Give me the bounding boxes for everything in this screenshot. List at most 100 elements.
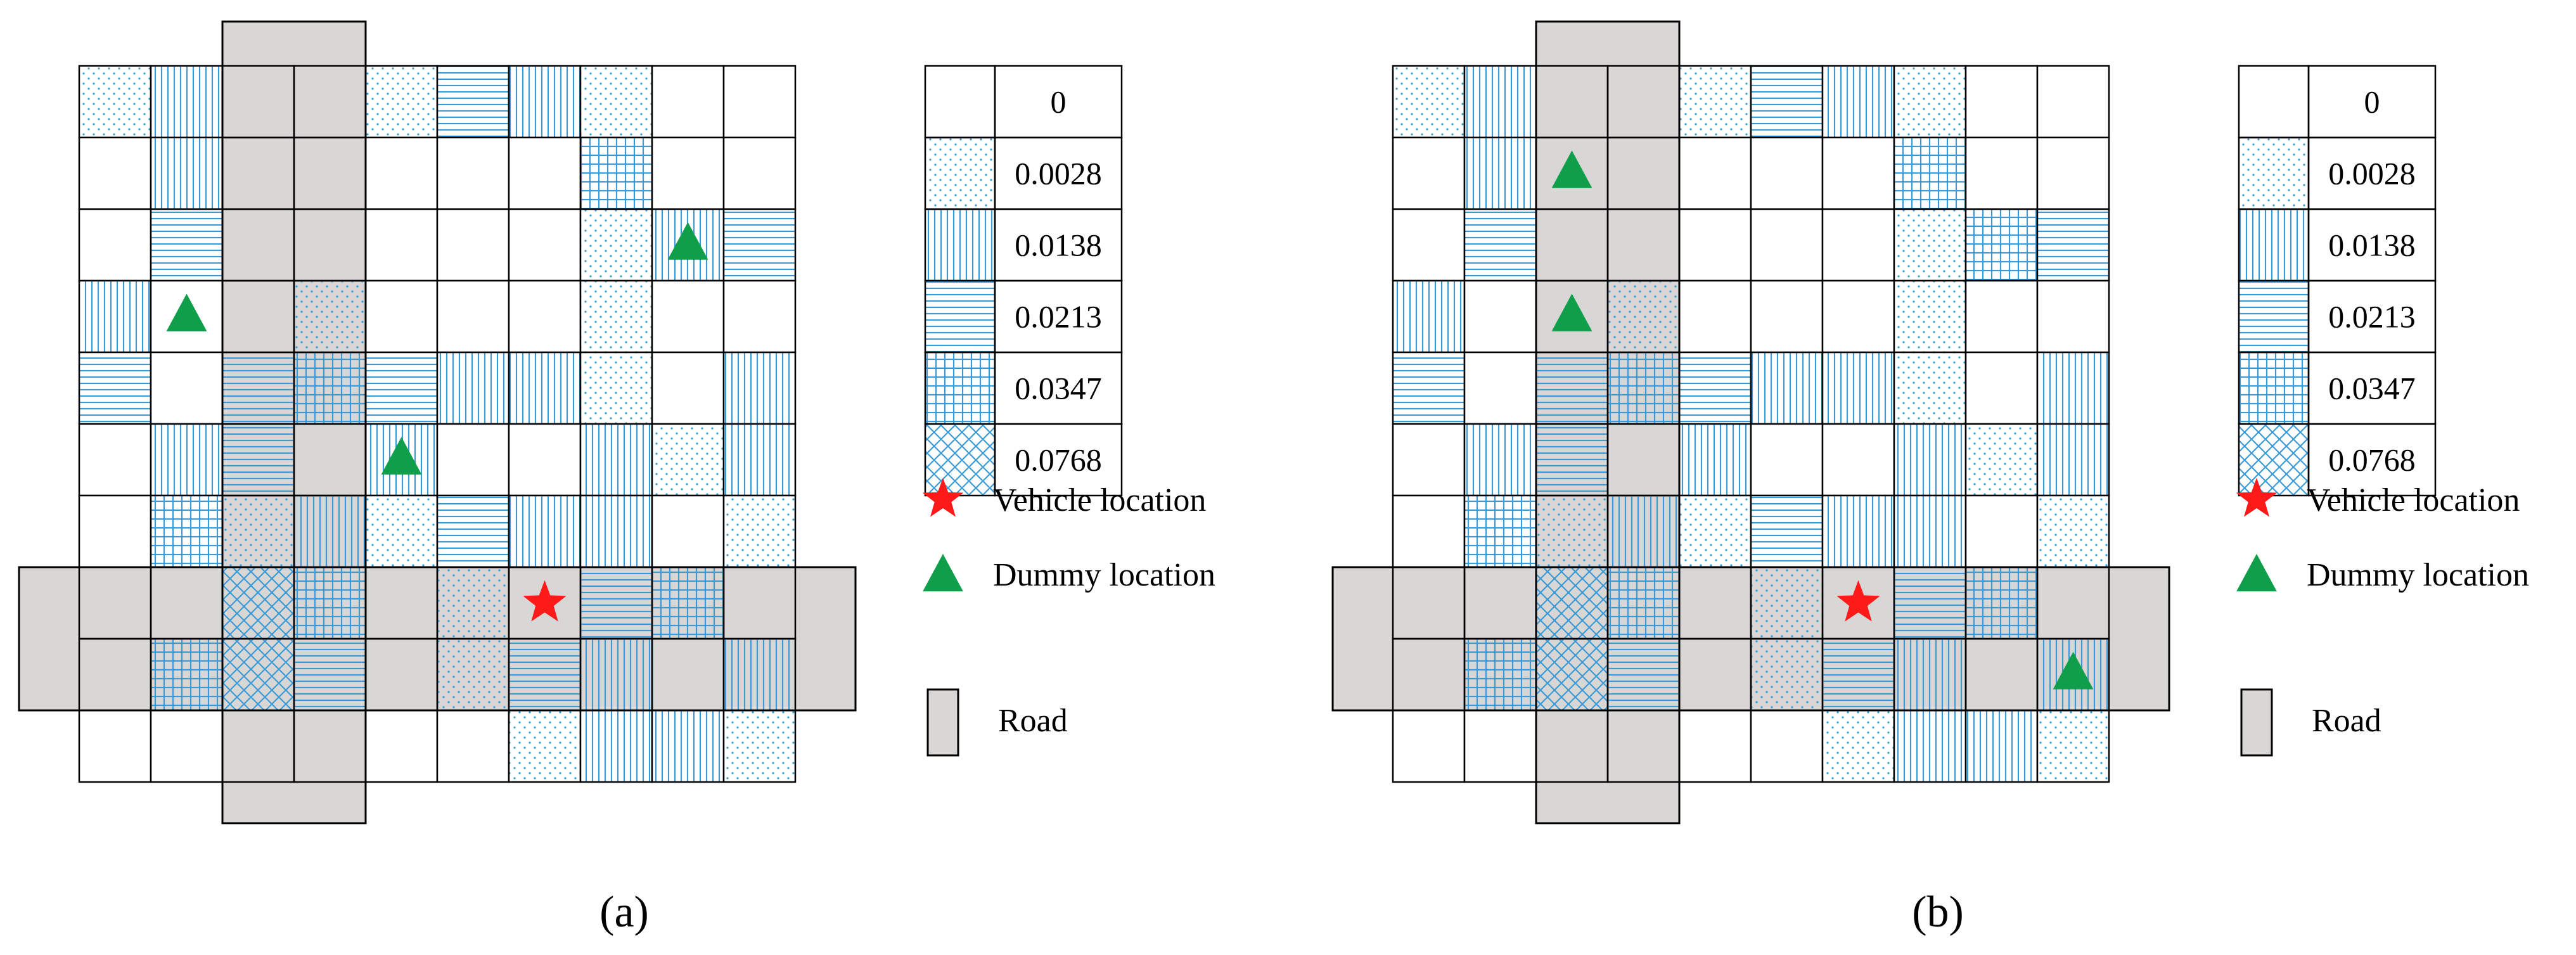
legend-value-cell bbox=[994, 423, 1123, 497]
cell-grid bbox=[1392, 65, 2110, 783]
cell-pattern-vertical bbox=[437, 352, 509, 424]
cell-pattern-dots bbox=[1393, 66, 1464, 138]
panel-caption: (a) bbox=[599, 888, 649, 937]
cell-background bbox=[1966, 66, 2037, 138]
legend-swatch-dots bbox=[2239, 138, 2309, 209]
road-horizontal-outline bbox=[1331, 566, 2170, 712]
cell-pattern-horizontal bbox=[437, 496, 509, 567]
cell-pattern-horizontal bbox=[1751, 66, 1823, 138]
vehicle-star-icon bbox=[1836, 580, 1880, 622]
legend-swatch-crosshatch bbox=[925, 424, 995, 496]
cell-pattern-dots bbox=[1751, 567, 1823, 639]
road-outline-layer bbox=[18, 20, 857, 824]
vehicle-star-icon bbox=[922, 478, 964, 517]
dummy-triangle-icon bbox=[2053, 651, 2094, 689]
cell-background bbox=[1751, 138, 1823, 209]
cell-background bbox=[1679, 209, 1751, 281]
cell-background bbox=[1823, 138, 1894, 209]
cell-pattern-vertical bbox=[724, 639, 795, 710]
cell-pattern-vertical bbox=[1966, 710, 2037, 782]
cell-background bbox=[1464, 352, 1536, 424]
cell-background bbox=[1393, 209, 1464, 281]
legend-swatch-grid bbox=[925, 352, 995, 424]
road-horizontal-outline bbox=[18, 566, 857, 712]
cell-pattern-dots bbox=[580, 66, 652, 138]
cell-background bbox=[1679, 710, 1751, 782]
cell-background bbox=[652, 138, 724, 209]
dummy-triangle-icon bbox=[667, 222, 708, 260]
cell-pattern-horizontal bbox=[1536, 424, 1608, 496]
cell-pattern-vertical bbox=[580, 710, 652, 782]
cell-background bbox=[151, 352, 222, 424]
cell-pattern-vertical bbox=[1823, 66, 1894, 138]
cell-background bbox=[366, 138, 437, 209]
cell-pattern-grid bbox=[1464, 496, 1536, 567]
legend-swatch-cell bbox=[2238, 65, 2310, 139]
road-outline-layer bbox=[1331, 20, 2170, 824]
dummy-triangle-icon bbox=[2236, 554, 2277, 592]
cell-background bbox=[1464, 281, 1536, 352]
cell-background bbox=[79, 209, 151, 281]
cell-pattern-vertical bbox=[1894, 710, 1966, 782]
cell-pattern-vertical bbox=[79, 281, 151, 352]
cell-background bbox=[724, 138, 795, 209]
cell-background bbox=[2037, 66, 2109, 138]
cell-pattern-dots bbox=[1966, 424, 2037, 496]
legend-swatch-horizontal bbox=[2239, 281, 2309, 352]
legend-value-cell bbox=[2307, 423, 2437, 497]
legend-value: 0.0028 bbox=[1015, 156, 1102, 191]
cell-pattern-vertical bbox=[151, 66, 222, 138]
legend-value: 0.0768 bbox=[2328, 442, 2416, 478]
cell-background bbox=[652, 281, 724, 352]
road-vertical-outline bbox=[221, 20, 367, 824]
vehicle-star-icon bbox=[2236, 478, 2278, 517]
cell-background bbox=[1751, 281, 1823, 352]
cell-pattern-crosshatch bbox=[1536, 639, 1608, 710]
dummy-triangle-icon bbox=[923, 554, 963, 592]
cell-pattern-grid bbox=[294, 567, 366, 639]
cell-pattern-vertical bbox=[1894, 424, 1966, 496]
cell-background bbox=[366, 710, 437, 782]
cell-pattern-horizontal bbox=[79, 352, 151, 424]
legend-value: 0.0768 bbox=[1015, 442, 1102, 478]
cell-background bbox=[79, 138, 151, 209]
cell-pattern-grid bbox=[1464, 639, 1536, 710]
cell-pattern-vertical bbox=[1608, 496, 1679, 567]
cell-pattern-vertical bbox=[580, 424, 652, 496]
cell-pattern-dots bbox=[79, 66, 151, 138]
legend-value: 0.0347 bbox=[2328, 371, 2416, 406]
cell-background bbox=[366, 209, 437, 281]
cell-pattern-dots bbox=[366, 496, 437, 567]
cell-background bbox=[1966, 496, 2037, 567]
legend-value: 0.0347 bbox=[1015, 371, 1102, 406]
cell-pattern-dots bbox=[366, 66, 437, 138]
cell-background bbox=[509, 424, 580, 496]
legend-swatch-dots bbox=[925, 138, 995, 209]
cell-pattern-vertical bbox=[1464, 424, 1536, 496]
cell-background bbox=[1823, 209, 1894, 281]
cell-pattern-dots bbox=[2037, 710, 2109, 782]
legend-dummy-label: Dummy location bbox=[993, 557, 1215, 593]
cell-pattern-grid bbox=[1966, 567, 2037, 639]
cell-background bbox=[1679, 281, 1751, 352]
cell-background bbox=[1393, 710, 1464, 782]
cell-pattern-dots bbox=[580, 281, 652, 352]
dummy-triangle-icon bbox=[1551, 150, 1592, 188]
legend-swatch-vertical bbox=[925, 209, 995, 281]
cell-pattern-crosshatch bbox=[222, 567, 294, 639]
cell-pattern-horizontal bbox=[294, 639, 366, 710]
cell-pattern-horizontal bbox=[1393, 352, 1464, 424]
cell-pattern-horizontal bbox=[222, 352, 294, 424]
cell-pattern-vertical bbox=[1823, 352, 1894, 424]
road-swatch bbox=[2240, 688, 2273, 757]
cell-background bbox=[724, 281, 795, 352]
cell-pattern-grid bbox=[1894, 138, 1966, 209]
legend-swatch-cell bbox=[924, 65, 996, 139]
cell-background bbox=[652, 496, 724, 567]
cell-pattern-dots bbox=[1608, 281, 1679, 352]
legend-swatch-horizontal bbox=[925, 281, 995, 352]
cell-background bbox=[1464, 710, 1536, 782]
cell-background bbox=[437, 710, 509, 782]
